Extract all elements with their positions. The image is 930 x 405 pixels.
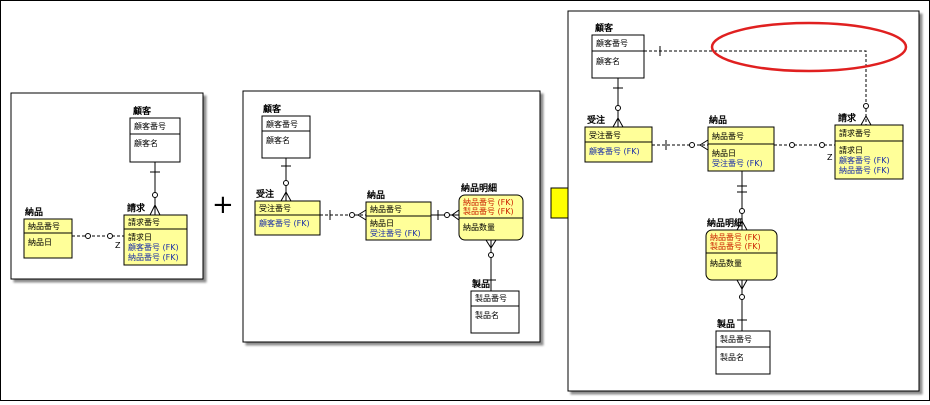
p3-detail-pkfk-1: 納品番号 (FK) bbox=[710, 232, 761, 242]
p3-product-attr: 製品名 bbox=[720, 352, 744, 362]
p2-rel-order-delivery bbox=[320, 209, 367, 221]
p3-rel-customer-invoice bbox=[644, 46, 872, 126]
panel-1: 顧客 顧客番号 顧客名 請求 請求番号 請求日 顧客番号 (FK) 納品番号 (… bbox=[10, 92, 204, 280]
p2-rel-customer-order bbox=[280, 158, 292, 202]
p3-rel-order-delivery bbox=[652, 139, 709, 151]
p3-detail-pkfk-2: 製品番号 (FK) bbox=[710, 241, 761, 251]
p2-order-title: 受注 bbox=[256, 188, 274, 200]
p1-delivery-attr: 納品日 bbox=[28, 237, 52, 247]
p1-z-label: Z bbox=[115, 241, 121, 250]
p3-product-entity: 製品 製品番号 製品名 bbox=[715, 318, 771, 375]
p1-invoice-fk-1: 顧客番号 (FK) bbox=[128, 242, 179, 252]
p3-detail-title: 納品明細 bbox=[707, 217, 743, 229]
p3-rel-customer-order bbox=[612, 78, 624, 128]
p2-delivery-fk: 受注番号 (FK) bbox=[370, 228, 421, 238]
p3-order-pk: 受注番号 bbox=[589, 130, 621, 140]
p2-detail-title: 納品明細 bbox=[461, 182, 497, 194]
p3-rel-delivery-detail bbox=[736, 171, 748, 231]
p2-product-entity: 製品 製品番号 製品名 bbox=[470, 278, 520, 334]
p1-rel-delivery-invoice bbox=[72, 233, 124, 239]
p1-delivery-entity: 納品 納品番号 納品日 bbox=[23, 206, 73, 259]
p3-invoice-fk-2: 納品番号 (FK) bbox=[839, 165, 890, 175]
p2-delivery-title: 納品 bbox=[367, 189, 385, 201]
p1-invoice-pk: 請求番号 bbox=[128, 217, 160, 227]
p3-customer-attr: 顧客名 bbox=[596, 56, 620, 66]
p2-customer-attr: 顧客名 bbox=[266, 135, 290, 145]
p1-rel-customer-invoice bbox=[149, 162, 161, 216]
p2-customer-pk: 顧客番号 bbox=[266, 119, 298, 129]
p3-detail-entity: 納品明細 納品番号 (FK) 製品番号 (FK) 納品数量 bbox=[705, 217, 778, 281]
p1-customer-entity: 顧客 顧客番号 顧客名 bbox=[129, 105, 181, 163]
p3-z-label: Z bbox=[827, 153, 833, 162]
p1-delivery-title: 納品 bbox=[25, 206, 43, 218]
p2-detail-attr: 納品数量 bbox=[463, 222, 495, 232]
p2-customer-entity: 顧客 顧客番号 顧客名 bbox=[261, 103, 311, 159]
p2-detail-pkfk-1: 納品番号 (FK) bbox=[463, 197, 514, 207]
p3-order-entity: 受注 受注番号 顧客番号 (FK) bbox=[584, 114, 653, 163]
p2-delivery-entity: 納品 納品番号 納品日 受注番号 (FK) bbox=[365, 189, 432, 241]
highlight-ellipse bbox=[710, 21, 908, 73]
p2-product-pk: 製品番号 bbox=[475, 293, 507, 303]
panel-2: 顧客 顧客番号 顧客名 受注 受注番号 顧客番号 (FK) 納品 納品番号 納品… bbox=[242, 90, 541, 343]
p1-customer-pk: 顧客番号 bbox=[134, 121, 166, 131]
p2-product-attr: 製品名 bbox=[475, 310, 499, 320]
p3-delivery-attr: 納品日 bbox=[712, 148, 736, 158]
p2-detail-pkfk-2: 製品番号 (FK) bbox=[463, 206, 514, 216]
p2-product-title: 製品 bbox=[471, 278, 490, 290]
p3-rel-delivery-invoice bbox=[774, 142, 835, 148]
p2-delivery-attr: 納品日 bbox=[370, 218, 394, 228]
p2-order-pk: 受注番号 bbox=[259, 203, 291, 213]
panel-3: 顧客 顧客番号 顧客名 受注 受注番号 顧客番号 (FK) 納品 納品番号 納品… bbox=[567, 10, 920, 392]
p3-customer-title: 顧客 bbox=[595, 22, 614, 34]
p3-product-pk: 製品番号 bbox=[720, 334, 752, 344]
p3-order-fk: 顧客番号 (FK) bbox=[589, 146, 640, 156]
p2-order-entity: 受注 受注番号 顧客番号 (FK) bbox=[254, 188, 321, 236]
p3-invoice-pk: 請求番号 bbox=[839, 128, 871, 138]
p3-delivery-title: 納品 bbox=[709, 114, 727, 126]
p3-customer-entity: 顧客 顧客番号 顧客名 bbox=[591, 22, 645, 79]
p3-invoice-fk-1: 顧客番号 (FK) bbox=[839, 155, 890, 165]
p3-invoice-title: 請求 bbox=[838, 112, 857, 124]
p1-customer-attr: 顧客名 bbox=[134, 138, 158, 148]
p3-delivery-entity: 納品 納品番号 納品日 受注番号 (FK) bbox=[707, 114, 775, 172]
p1-invoice-fk-2: 納品番号 (FK) bbox=[128, 252, 179, 262]
p2-order-fk: 顧客番号 (FK) bbox=[259, 218, 310, 228]
p2-detail-entity: 納品明細 納品番号 (FK) 製品番号 (FK) 納品数量 bbox=[458, 182, 524, 241]
p3-customer-pk: 顧客番号 bbox=[596, 38, 628, 48]
p2-customer-title: 顧客 bbox=[263, 103, 282, 115]
p3-rel-product-detail bbox=[736, 279, 748, 331]
p3-product-title: 製品 bbox=[716, 318, 735, 330]
p3-detail-attr: 納品数量 bbox=[710, 258, 742, 268]
p3-delivery-fk: 受注番号 (FK) bbox=[712, 158, 763, 168]
plus-sign: + bbox=[212, 190, 234, 220]
p1-customer-title: 顧客 bbox=[133, 105, 152, 117]
p3-order-title: 受注 bbox=[587, 114, 605, 126]
p1-invoice-title: 請求 bbox=[127, 202, 146, 214]
p1-invoice-attr: 請求日 bbox=[128, 232, 152, 242]
p3-invoice-attr: 請求日 bbox=[839, 145, 863, 155]
p2-rel-product-detail bbox=[485, 239, 497, 291]
p3-delivery-pk: 納品番号 bbox=[712, 131, 744, 141]
p3-invoice-entity: 請求 請求番号 請求日 顧客番号 (FK) 納品番号 (FK) bbox=[834, 112, 904, 180]
p1-delivery-pk: 納品番号 bbox=[28, 221, 60, 231]
p2-delivery-pk: 納品番号 bbox=[370, 204, 402, 214]
p2-rel-delivery-detail bbox=[431, 209, 460, 221]
